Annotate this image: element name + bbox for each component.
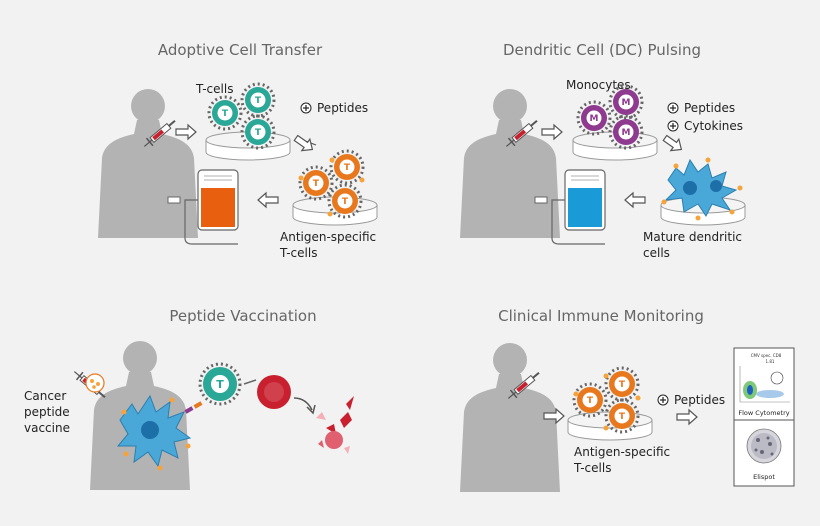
plus-icon xyxy=(667,120,679,132)
cell-letter: T xyxy=(342,197,349,207)
peptides-label: Peptides xyxy=(684,101,735,115)
t-cells-label: T-cells xyxy=(195,82,233,96)
cell-letter: T xyxy=(222,109,229,119)
arrow-down-icon xyxy=(660,131,686,156)
panel-clinical-immune-monitoring: Clinical Immune Monitoring T T T Peptide… xyxy=(460,307,795,492)
t-cell-icon: T xyxy=(198,362,242,406)
cell-letter: T xyxy=(619,380,626,390)
patient-silhouette xyxy=(460,89,560,238)
panel-title: Clinical Immune Monitoring xyxy=(498,307,704,325)
curved-arrow-icon xyxy=(293,397,313,411)
antigen-label-line1: Antigen-specific xyxy=(280,230,376,244)
vaccine-label-line2: peptide xyxy=(24,405,70,419)
patient-silhouette xyxy=(98,89,198,238)
receptor-interaction xyxy=(184,401,203,414)
flow-cytometry-label: Flow Cytometry xyxy=(738,409,789,417)
flow-plot-value: 1.81 xyxy=(766,359,775,364)
arrow-right-icon xyxy=(541,124,563,140)
infusion-bag xyxy=(167,169,239,245)
orange-t-cells: T T T xyxy=(298,149,365,219)
panel-title: Dendritic Cell (DC) Pulsing xyxy=(503,41,701,59)
plus-icon xyxy=(657,394,669,406)
cell-letter: T xyxy=(344,163,351,173)
arrow-right-icon xyxy=(175,124,197,140)
cell-letter: M xyxy=(622,128,631,138)
antigen-label-line2: T-cells xyxy=(279,246,317,260)
plus-icon xyxy=(300,102,312,114)
cell-letter: T xyxy=(216,378,224,391)
plus-icon xyxy=(667,102,679,114)
cell-letter: T xyxy=(255,96,262,106)
panel-peptide-vaccination: Peptide Vaccination Cancer peptide vacci… xyxy=(24,307,354,490)
peptide-vial-icon xyxy=(85,373,105,393)
elispot-label: Elispot xyxy=(753,473,775,481)
vaccine-label-line1: Cancer xyxy=(24,389,66,403)
teal-t-cells: T T T xyxy=(207,82,276,150)
connector-line xyxy=(243,379,257,385)
panel-dc-pulsing: Dendritic Cell (DC) Pulsing Monocytes Pe… xyxy=(460,41,746,260)
mature-label-line1: Mature dendritic xyxy=(643,230,742,244)
dendritic-cell-icon xyxy=(116,394,192,471)
infusion-bag xyxy=(534,169,606,245)
cell-letter: M xyxy=(622,98,631,108)
cell-letter: T xyxy=(255,128,262,138)
vaccine-label-line3: vaccine xyxy=(24,421,70,435)
cell-letter: T xyxy=(313,179,320,189)
mature-dendritic-cells xyxy=(661,157,743,221)
arrow-left-icon xyxy=(257,192,279,208)
arrow-right-icon xyxy=(676,409,698,425)
cell-letter: T xyxy=(587,396,594,406)
panel-adoptive-cell-transfer: Adoptive Cell Transfer T-cells Peptides … xyxy=(98,41,378,260)
monocytes: M M M xyxy=(576,84,644,150)
elispot-panel: Elispot xyxy=(733,419,795,487)
cell-letter: T xyxy=(619,412,626,422)
cell-letter: M xyxy=(590,114,599,124)
flow-plot-title: CMV spec. CD8 xyxy=(751,353,782,358)
peptides-label: Peptides xyxy=(317,101,368,115)
antigen-label-line2: T-cells xyxy=(573,461,611,475)
mature-label-line2: cells xyxy=(643,246,670,260)
peptides-label: Peptides xyxy=(674,393,725,407)
flow-cytometry-panel: CMV spec. CD8 1.81 Flow Cytometry xyxy=(733,347,795,421)
cytokines-label: Cytokines xyxy=(684,119,743,133)
panel-title: Peptide Vaccination xyxy=(169,307,316,325)
arrow-left-icon xyxy=(624,192,646,208)
panel-title: Adoptive Cell Transfer xyxy=(158,41,323,59)
lysed-cell-icon xyxy=(316,396,354,454)
monocytes-label: Monocytes xyxy=(566,78,631,92)
tumor-target-cell-icon xyxy=(257,375,291,409)
antigen-label-line1: Antigen-specific xyxy=(574,445,670,459)
orange-t-cells: T T T xyxy=(572,366,641,434)
